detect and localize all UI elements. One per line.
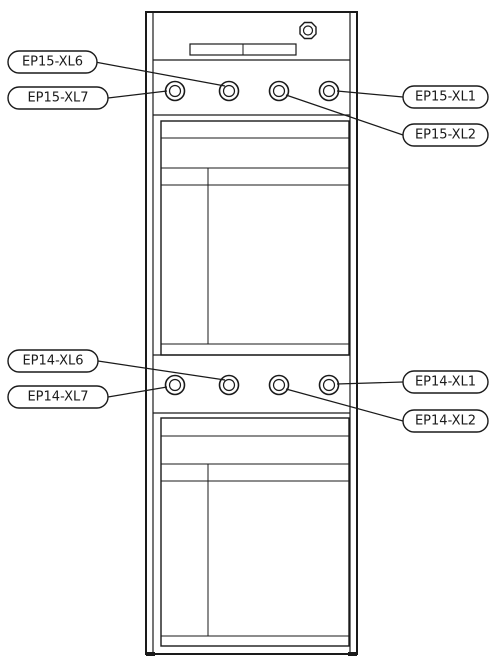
callout-ep15-xl2: EP15-XL2 — [402, 123, 489, 147]
callout-label: EP14-XL6 — [22, 354, 83, 369]
ep14-xl6-connector-icon — [218, 374, 240, 396]
callout-label: EP14-XL1 — [415, 375, 476, 390]
callout-ep15-xl6: EP15-XL6 — [7, 50, 98, 74]
callout-ep15-xl7: EP15-XL7 — [7, 86, 109, 110]
callout-ep14-xl6: EP14-XL6 — [7, 349, 99, 373]
ep15-xl2-connector-icon — [268, 80, 290, 102]
callout-ep14-xl2: EP14-XL2 — [402, 409, 489, 433]
callout-label: EP15-XL7 — [27, 91, 88, 106]
callout-label: EP14-XL2 — [415, 414, 476, 429]
callout-label: EP15-XL6 — [22, 55, 83, 70]
ep14-pipe-connections — [164, 374, 340, 396]
callout-label: EP15-XL1 — [415, 90, 476, 105]
callout-label: EP15-XL2 — [415, 128, 476, 143]
ep14-xl2-connector-icon — [268, 374, 290, 396]
ep15-xl7-connector-icon — [164, 80, 186, 102]
callout-ep14-xl7: EP14-XL7 — [7, 385, 109, 409]
ep15-xl6-connector-icon — [218, 80, 240, 102]
module-divider — [153, 354, 350, 414]
callout-ep14-xl1: EP14-XL1 — [402, 370, 489, 394]
ep15-module — [153, 114, 350, 356]
callout-ep15-xl1: EP15-XL1 — [402, 85, 489, 109]
ep15-pipe-connections — [164, 80, 340, 102]
leader-lines — [94, 61, 404, 422]
top-panel — [153, 43, 350, 61]
ep14-xl1-connector-icon — [318, 374, 340, 396]
pressure-gauge-icon — [299, 21, 317, 40]
ep14-module — [160, 417, 350, 647]
cabinet — [145, 11, 358, 656]
ep14-xl7-connector-icon — [164, 374, 186, 396]
ep15-xl1-connector-icon — [318, 80, 340, 102]
callout-label: EP14-XL7 — [27, 390, 88, 405]
